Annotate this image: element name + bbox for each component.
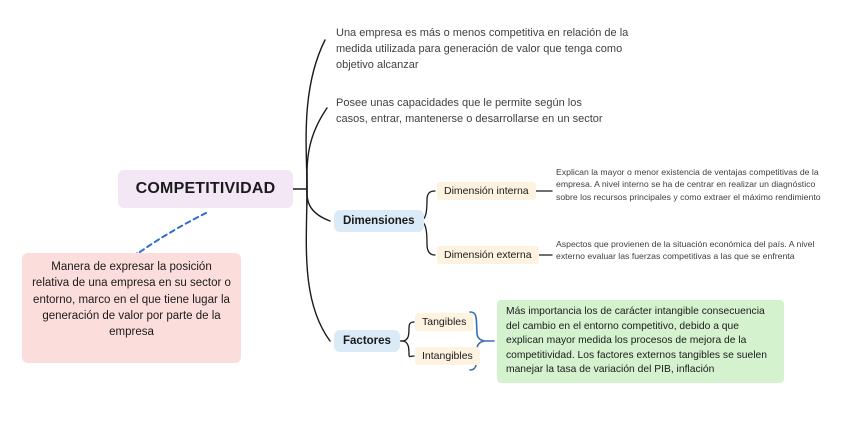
definition-note-box[interactable]: Manera de expresar la posición relativa …: [22, 253, 241, 363]
sub-node-tangibles-label: Tangibles: [422, 316, 467, 328]
branch-line-para-2: [306, 107, 328, 191]
factores-fork-lower: [401, 340, 415, 358]
sub-node-intangibles[interactable]: Intangibles: [415, 347, 480, 365]
sub-node-dimension-externa-label: Dimensión externa: [444, 249, 532, 261]
sub-node-dimension-interna-label: Dimensión interna: [444, 185, 529, 197]
branch-line-para-1: [305, 39, 326, 189]
factores-note-box[interactable]: Más importancia los de carácter intangib…: [497, 300, 784, 383]
root-node-label: COMPETITIVIDAD: [135, 180, 276, 197]
sub-node-dimension-interna[interactable]: Dimensión interna: [437, 182, 536, 200]
branch-text-capacidades: Posee unas capacidades que le permite se…: [336, 97, 603, 125]
definition-note-text: Manera de expresar la posición relativa …: [32, 261, 231, 339]
detail-text-dimension-externa: Aspectos que provienen de la situación e…: [556, 239, 815, 262]
sub-node-tangibles[interactable]: Tangibles: [415, 313, 474, 331]
root-node-competitividad[interactable]: COMPETITIVIDAD: [118, 170, 293, 208]
branch-text-competitividad-definition: Una empresa es más o menos competitiva e…: [336, 27, 629, 71]
detail-text-dimension-interna: Explican la mayor o menor existencia de …: [556, 167, 821, 202]
sub-node-dimension-externa[interactable]: Dimensión externa: [437, 246, 539, 264]
branch-node-dimensiones[interactable]: Dimensiones: [334, 210, 424, 232]
factores-fork-upper: [401, 321, 415, 342]
sub-node-intangibles-label: Intangibles: [422, 350, 473, 362]
branch-line-factores: [305, 189, 331, 342]
factores-note-text: Más importancia los de carácter intangib…: [506, 306, 768, 376]
branch-line-dimensiones: [306, 189, 331, 222]
branch-node-dimensiones-label: Dimensiones: [343, 215, 415, 227]
branch-node-factores[interactable]: Factores: [334, 330, 400, 352]
branch-node-factores-label: Factores: [343, 335, 391, 347]
